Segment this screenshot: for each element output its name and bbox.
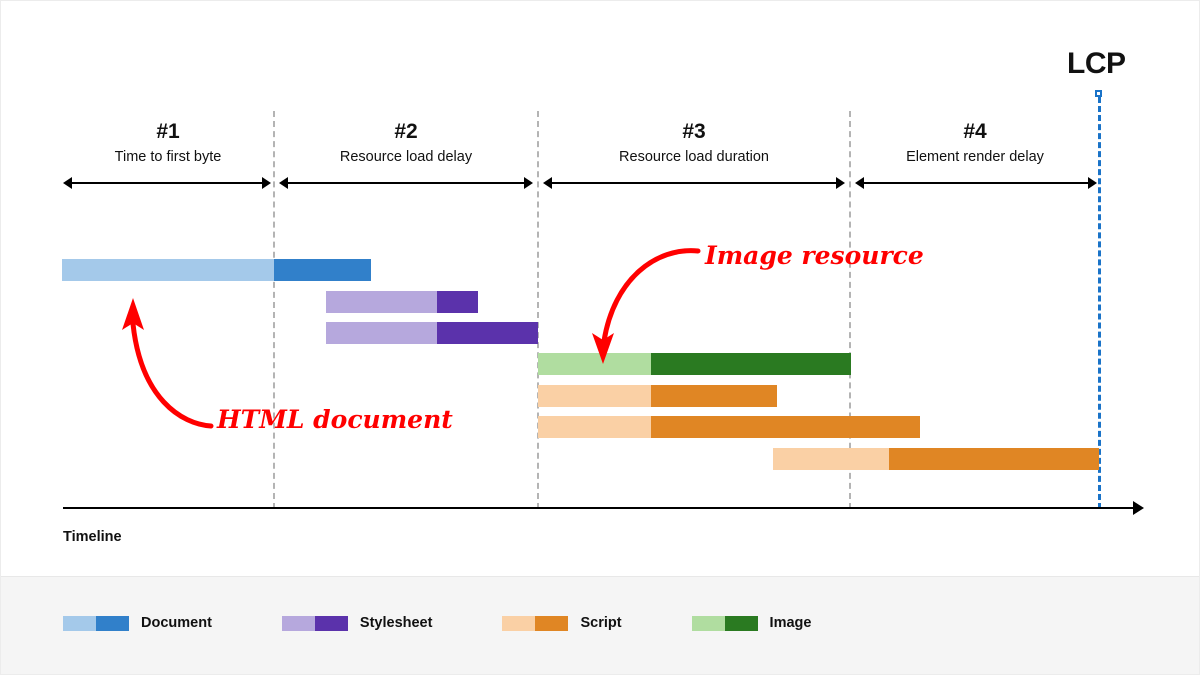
lcp-dashed-line xyxy=(1098,97,1101,509)
swatch-dark xyxy=(96,615,129,631)
stylesheet-bar-1-duration-segment xyxy=(437,291,478,313)
swatch-light xyxy=(281,615,315,631)
arrow-head-left xyxy=(855,177,864,189)
phase-divider-2 xyxy=(537,111,539,509)
phase-4-label: Element render delay xyxy=(906,149,1044,166)
stylesheet-bar-2-duration-segment xyxy=(437,322,538,344)
stylesheet-bar-1[interactable] xyxy=(326,291,478,313)
document-color-swatch xyxy=(63,615,129,631)
timeline-axis-arrow xyxy=(1133,501,1144,515)
script-color-swatch xyxy=(502,615,569,631)
phase-3-measure-arrow xyxy=(543,177,845,189)
document-bar-delay-segment xyxy=(62,259,274,281)
stylesheet-bar-1-delay-segment xyxy=(326,291,437,313)
document-bar-duration-segment xyxy=(274,259,371,281)
phase-2-number: #2 xyxy=(394,120,418,143)
image-resource-arrow-icon xyxy=(592,248,701,364)
phase-1-measure-arrow xyxy=(63,177,271,189)
swatch-dark xyxy=(724,615,758,631)
phase-divider-1 xyxy=(273,111,275,509)
swatch-dark xyxy=(314,615,348,631)
legend-row: Document Stylesheet Script xyxy=(63,615,811,631)
script-bar-3-delay-segment xyxy=(773,448,889,470)
phase-3-number: #3 xyxy=(682,120,706,143)
legend-item-document[interactable]: Document xyxy=(63,615,212,631)
legend-item-stylesheet[interactable]: Stylesheet xyxy=(281,615,433,631)
arrow-head-right xyxy=(262,177,271,189)
chart-plot-area: LCP #1 Time to first byte #2 Resource lo… xyxy=(1,1,1199,576)
arrow-shaft xyxy=(70,182,264,184)
script-bar-2-duration-segment xyxy=(651,416,920,438)
lcp-label: LCP xyxy=(1067,47,1126,80)
legend-label-stylesheet: Stylesheet xyxy=(359,615,433,631)
swatch-light xyxy=(502,615,536,631)
phase-4: #4 Element render delay xyxy=(851,120,1099,166)
image-bar-duration-segment xyxy=(651,353,851,375)
legend-label-script: Script xyxy=(580,615,622,631)
arrow-head-right xyxy=(524,177,533,189)
phase-3: #3 Resource load duration xyxy=(539,120,849,166)
phase-2: #2 Resource load delay xyxy=(275,120,537,166)
legend-label-image: Image xyxy=(769,615,812,631)
arrow-head-left xyxy=(279,177,288,189)
swatch-light xyxy=(691,615,725,631)
timeline-axis-label: Timeline xyxy=(63,529,122,545)
image-resource-annotation: Image resource xyxy=(705,241,924,270)
phase-2-measure-arrow xyxy=(279,177,533,189)
script-bar-3[interactable] xyxy=(773,448,1099,470)
lcp-marker-square xyxy=(1095,90,1102,97)
phase-1-label: Time to first byte xyxy=(114,149,222,166)
stylesheet-bar-2-delay-segment xyxy=(326,322,437,344)
arrow-shaft xyxy=(550,182,838,184)
arrow-head-right xyxy=(836,177,845,189)
arrow-head-left xyxy=(63,177,72,189)
legend-label-document: Document xyxy=(141,615,212,631)
phase-1: #1 Time to first byte xyxy=(63,120,273,166)
phase-3-label: Resource load duration xyxy=(619,149,769,166)
arrow-head-left xyxy=(543,177,552,189)
timeline-axis-line xyxy=(63,507,1133,509)
script-bar-1-duration-segment xyxy=(651,385,777,407)
stylesheet-bar-2[interactable] xyxy=(326,322,538,344)
phase-4-measure-arrow xyxy=(855,177,1097,189)
arrow-shaft xyxy=(862,182,1090,184)
script-bar-2-delay-segment xyxy=(538,416,651,438)
script-bar-2[interactable] xyxy=(538,416,920,438)
legend-item-script[interactable]: Script xyxy=(502,615,622,631)
stylesheet-color-swatch xyxy=(281,615,348,631)
swatch-dark xyxy=(535,615,569,631)
phase-1-number: #1 xyxy=(156,120,180,143)
phase-4-number: #4 xyxy=(963,120,987,143)
html-document-arrow-icon xyxy=(122,298,214,429)
script-bar-1-delay-segment xyxy=(538,385,651,407)
document-bar[interactable] xyxy=(62,259,371,281)
script-bar-3-duration-segment xyxy=(889,448,1099,470)
arrow-shaft xyxy=(286,182,526,184)
legend-item-image[interactable]: Image xyxy=(691,615,812,631)
image-bar-delay-segment xyxy=(538,353,651,375)
phase-2-label: Resource load delay xyxy=(339,149,473,166)
script-bar-1[interactable] xyxy=(538,385,777,407)
html-document-annotation: HTML document xyxy=(217,405,453,434)
phase-divider-3 xyxy=(849,111,851,509)
arrow-head-right xyxy=(1088,177,1097,189)
swatch-light xyxy=(63,615,96,631)
image-color-swatch xyxy=(691,615,758,631)
image-bar[interactable] xyxy=(538,353,851,375)
legend-panel: Document Stylesheet Script xyxy=(1,576,1199,674)
